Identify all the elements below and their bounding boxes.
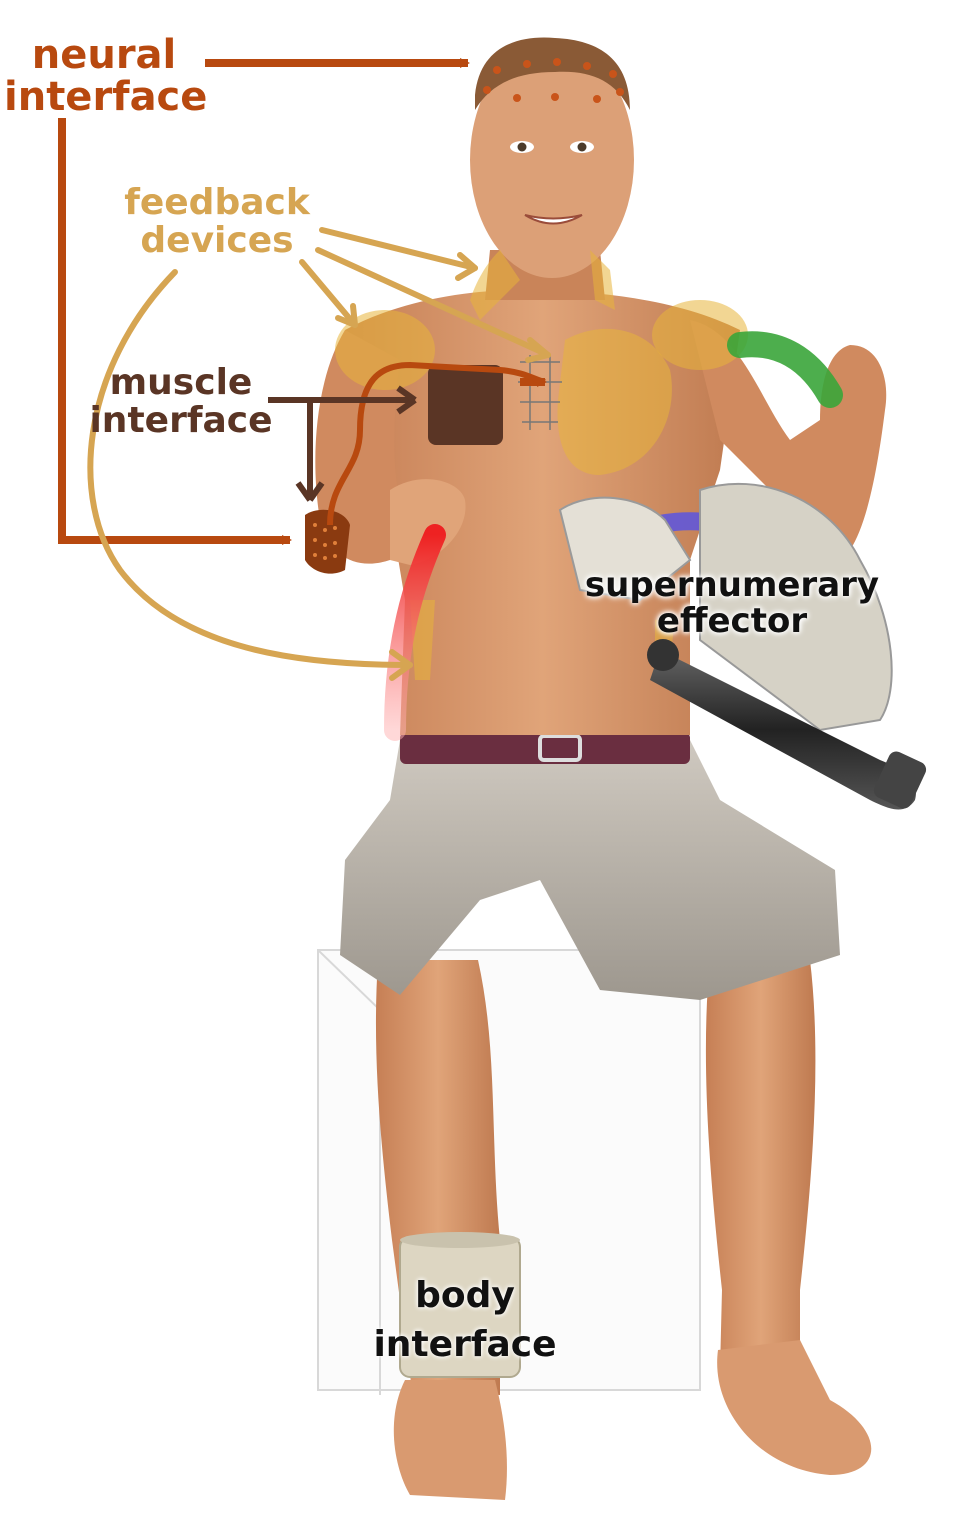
neural-label-line1: neural: [31, 32, 177, 78]
neural-label-line2: interface: [4, 74, 208, 120]
muscle-interface-label: muscle interface: [86, 364, 276, 440]
green-stripe: [727, 331, 843, 408]
feedback-patches: [335, 250, 748, 685]
muscle-label-line2: interface: [89, 399, 273, 441]
feedback-arrows: [87, 227, 551, 681]
ankle-band: [399, 1232, 521, 1378]
neural-arrows: [58, 58, 547, 545]
muscle-interface-pad: [428, 365, 503, 445]
feedback-devices-label: feedback devices: [112, 184, 322, 260]
head: [470, 37, 634, 300]
red-feedback-stripe: [384, 524, 446, 741]
muscle-label-line1: muscle: [109, 362, 253, 403]
arm-left: [315, 330, 466, 565]
feedback-label-line1: feedback: [124, 182, 310, 223]
muscle-arrows: [268, 385, 417, 502]
effector-label-line2: effector: [656, 600, 808, 641]
wrist-cuff: [305, 509, 350, 574]
leg-left: [375, 960, 507, 1500]
neural-interface-label: neural interface: [4, 32, 208, 120]
neural-electrodes: [483, 58, 624, 103]
body-label-line2: interface: [373, 1323, 557, 1365]
leg-right: [705, 960, 872, 1475]
robotic-effector: [558, 482, 927, 810]
feedback-label-line2: devices: [140, 219, 294, 261]
body-label-line1: body: [415, 1275, 515, 1316]
arm-right: [690, 320, 887, 557]
shorts: [340, 732, 840, 1000]
body-interface-label: body interface: [370, 1272, 560, 1369]
supernumerary-effector-label: supernumerary effector: [572, 565, 892, 641]
effector-label-line1: supernumerary: [584, 565, 880, 605]
